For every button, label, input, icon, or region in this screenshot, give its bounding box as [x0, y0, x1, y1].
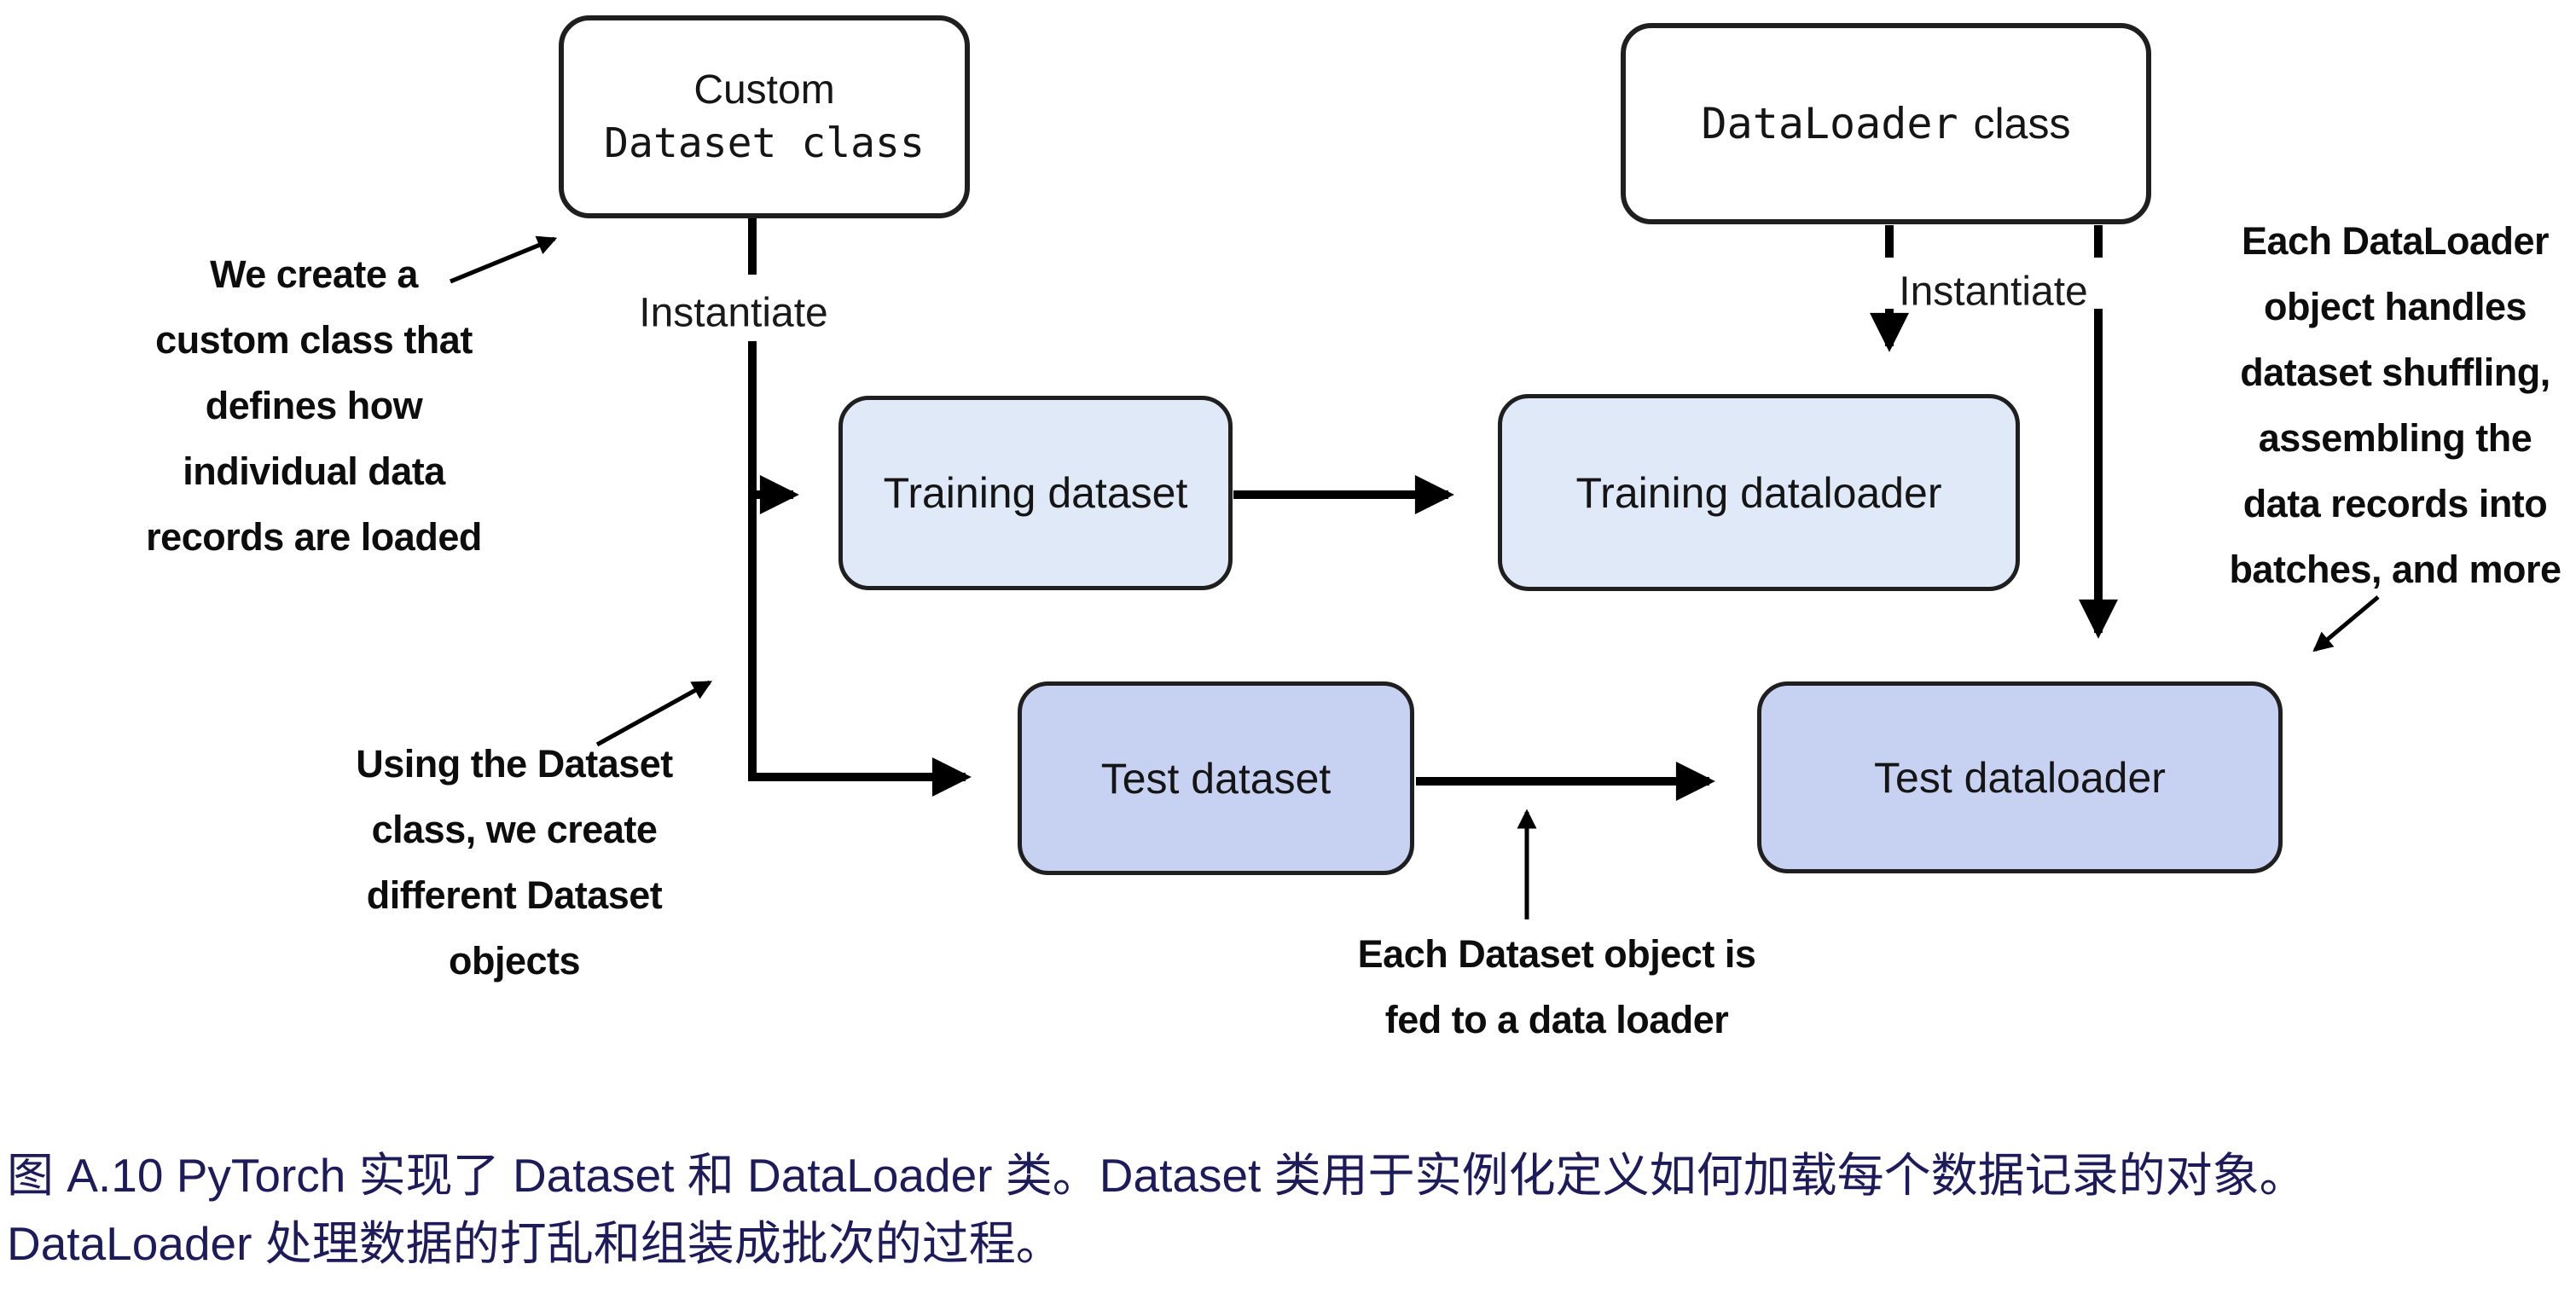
- note-line: We create a: [210, 252, 418, 296]
- custom-dataset-class-line1: Custom: [693, 67, 835, 113]
- test-dataloader-box: Test dataloader: [1757, 681, 2283, 873]
- note-line: Each DataLoader: [2241, 219, 2550, 263]
- training-dataloader-box: Training dataloader: [1498, 394, 2020, 591]
- custom-dataset-class-label: Custom Dataset class: [604, 64, 925, 170]
- note-line: custom class that: [155, 318, 473, 362]
- note-line: batches, and more: [2229, 548, 2561, 591]
- test-dataloader-label: Test dataloader: [1874, 753, 2166, 802]
- instantiate-label-right: Instantiate: [1899, 269, 2088, 315]
- figure-caption: 图 A.10 PyTorch 实现了 Dataset 和 DataLoader …: [7, 1141, 2566, 1278]
- training-dataset-label: Training dataset: [883, 469, 1188, 517]
- note-line: individual data: [183, 449, 445, 493]
- dataloader-class-rest: class: [1973, 100, 2071, 148]
- note-line: objects: [448, 939, 581, 983]
- note-line: Each Dataset object is: [1357, 932, 1756, 976]
- note-line: Using the Dataset: [356, 742, 673, 786]
- test-dataset-box: Test dataset: [1018, 681, 1414, 875]
- note-dataset-fed: Each Dataset object is fed to a data loa…: [1315, 921, 1798, 1052]
- note-line: dataset shuffling,: [2240, 351, 2550, 394]
- training-dataset-box: Training dataset: [838, 396, 1233, 590]
- note-line: records are loaded: [146, 515, 482, 559]
- note-dataloader-object: Each DataLoader object handles dataset s…: [2219, 208, 2571, 602]
- arrow-note-dataloader-object: [2312, 595, 2380, 652]
- training-dataloader-label: Training dataloader: [1575, 468, 1942, 517]
- note-line: different Dataset: [366, 873, 663, 917]
- dataloader-class-box: DataLoader class: [1621, 23, 2151, 224]
- test-dataset-label: Test dataset: [1100, 754, 1332, 803]
- figure-caption-line1: 图 A.10 PyTorch 实现了 Dataset 和 DataLoader …: [7, 1149, 2306, 1202]
- arrow-note-using-dataset: [595, 680, 713, 747]
- note-line: class, we create: [371, 808, 658, 851]
- note-create-custom-class: We create a custom class that defines ho…: [75, 241, 553, 570]
- note-line: data records into: [2242, 482, 2548, 525]
- note-line: object handles: [2263, 285, 2527, 328]
- dataloader-class-code: DataLoader: [1701, 99, 1958, 148]
- custom-dataset-class-line2: Dataset class: [604, 119, 925, 167]
- line-customdataset-to-testdataset: [748, 341, 972, 797]
- note-line: assembling the: [2258, 416, 2532, 460]
- figure-caption-line2: DataLoader 处理数据的打乱和组装成批次的过程。: [7, 1217, 1063, 1270]
- instantiate-label-left: Instantiate: [639, 290, 828, 336]
- arrow-note-create-custom: [450, 235, 558, 284]
- note-line: defines how: [205, 384, 423, 427]
- note-using-dataset-class: Using the Dataset class, we create diffe…: [276, 731, 753, 994]
- custom-dataset-class-box: Custom Dataset class: [559, 15, 970, 218]
- note-line: fed to a data loader: [1384, 998, 1729, 1041]
